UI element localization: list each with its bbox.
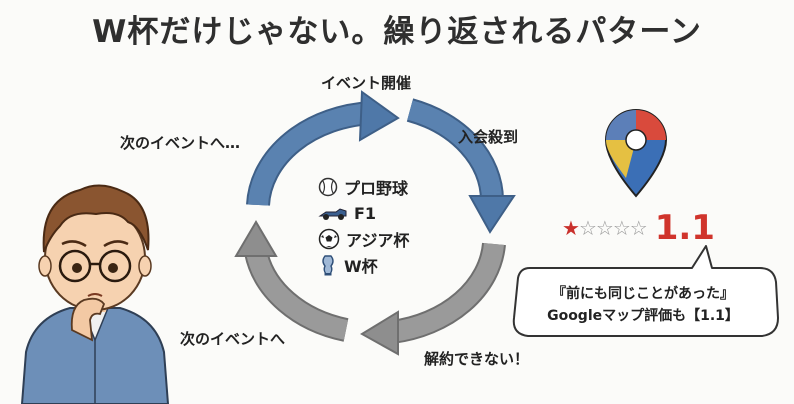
- label-next-event: 次のイベントへ: [180, 330, 286, 348]
- event-item-f1: F1: [318, 200, 448, 226]
- arrow-cancel-to-next-fill: [246, 249, 349, 340]
- rating-display: ★☆☆☆☆ 1.1: [562, 208, 715, 248]
- event-label: F1: [354, 203, 377, 223]
- label-next-event-more: 次のイベントへ…: [120, 134, 241, 152]
- arrow-rush-to-cancel-fill: [390, 242, 504, 342]
- arrow-next-to-event-fill: [248, 103, 373, 206]
- label-event-start: イベント開催: [321, 74, 412, 92]
- arrow-event-to-rush-fill: [407, 100, 502, 201]
- arrowhead-rush: [468, 195, 516, 234]
- bubble-text: 『前にも同じことがあった』 Googleマップ評価も【1.1】: [508, 283, 778, 327]
- label-rush: 入会殺到: [458, 128, 519, 146]
- star-filled-icon: ★: [562, 216, 580, 240]
- event-item-world-cup: W杯: [318, 252, 448, 278]
- rating-value: 1.1: [654, 208, 715, 248]
- star-empty-icon: ☆: [578, 216, 597, 240]
- star-empty-icon: ☆: [629, 216, 648, 240]
- star-empty-icon: ☆: [612, 216, 631, 240]
- bubble-line-2: Googleマップ評価も【1.1】: [547, 308, 739, 324]
- arrowhead-event: [358, 90, 400, 142]
- star-rating: ★☆☆☆☆: [562, 216, 648, 240]
- soccer-ball-icon: [318, 228, 340, 250]
- trophy-icon: [322, 255, 334, 276]
- event-label: アジア杯: [346, 231, 410, 250]
- star-empty-icon: ☆: [595, 216, 614, 240]
- page-title: W杯だけじゃない。繰り返されるパターン: [92, 14, 702, 50]
- arrowhead-cancel: [360, 310, 399, 356]
- event-label: プロ野球: [344, 179, 409, 198]
- event-list: プロ野球 F1 アジア杯 W杯: [318, 174, 448, 278]
- bubble-line-1: 『前にも同じことがあった』: [552, 286, 734, 302]
- baseball-icon: [318, 177, 338, 197]
- event-item-baseball: プロ野球: [318, 174, 448, 200]
- event-label: W杯: [344, 257, 378, 276]
- label-no-cancel: 解約できない！: [424, 350, 530, 368]
- arrowhead-next: [234, 220, 278, 257]
- race-car-icon: [318, 208, 347, 220]
- event-item-asia-cup: アジア杯: [318, 226, 448, 252]
